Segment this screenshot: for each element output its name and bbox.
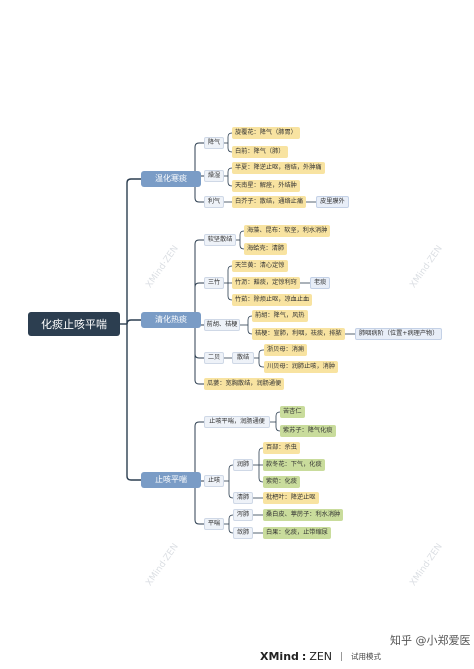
connector-line [227,143,233,153]
root-topic: 化痰止咳平喘 [28,312,120,336]
main-topic-1: 清化热痰 [141,312,201,328]
leaf-topic: 紫苏子：降气化痰 [280,425,336,437]
connector-line [227,283,233,301]
connector-line [194,239,204,320]
connector-line [228,524,234,534]
group-label: 止咳 [204,475,224,487]
connector-line [194,320,204,385]
connector-line [239,230,245,240]
connector-line [258,465,264,483]
connector-line [194,480,204,525]
subgroup-label: 润肺 [233,459,253,471]
leaf-topic: 前胡：降气，风热 [252,310,308,322]
connector-line [227,167,233,176]
group-label: 利气 [204,196,224,208]
connector-line [228,514,234,524]
leaf-topic: 天竺黄：清心定惊 [232,260,288,272]
brand-separator: : [301,650,307,663]
connector-line [126,324,141,481]
connector-line [227,176,233,187]
group-label: 降气 [204,137,224,149]
leaf-topic: 苦杏仁 [280,406,305,418]
leaf-topic: 白果：化痰，止带缩尿 [263,527,331,539]
connector-line [275,422,281,432]
connector-line [247,315,253,325]
watermark-credit: 知乎 @小郑爱医 [390,634,471,647]
connector-line [247,325,253,335]
leaf-topic: 桔梗：宣肺，利咽，祛痰，排脓 [252,328,345,340]
connector-line [239,240,245,250]
connector-line [228,481,234,499]
leaf-topic: 款冬花：下气，化痰 [263,459,325,471]
leaf-topic: 瓜蒌：宽胸散结，润肠通便 [204,378,285,390]
connector-line [227,132,233,143]
connector-line [126,319,141,325]
group-label: 三竹 [204,277,224,289]
connector-line [126,178,141,324]
main-topic-2: 止咳平喘 [141,472,201,488]
leaf-topic: 百部：杀虫 [263,442,300,454]
trial-label: 试用模式 [351,652,382,661]
group-label: 燥湿 [204,170,224,182]
connector-line [258,349,264,358]
subgroup-label: 泻肺 [233,509,253,521]
leaf-topic: 海藻、昆布：软坚，利水消肿 [244,225,331,237]
leaf-topic: 竹沥：豁痰，定惊利窍 [232,277,300,289]
leaf-topic: 白芥子：散结，通络止痛 [232,196,307,208]
connector-line [228,464,234,481]
leaf-topic: 桑白皮、葶苈子：利水消肿 [263,509,344,521]
connector-line [194,282,204,320]
group-label: 软坚散结 [204,234,236,246]
subgroup-label: 清肺 [233,492,253,504]
group-label: 平喘 [204,518,224,530]
leaf-topic: 白前：降气（肺） [232,146,288,158]
connector-line [194,179,204,203]
group-label: 止咳平喘，润肠通便 [204,416,270,428]
leaf-note: 肺咽病阶（位置+病理产物） [355,328,443,340]
brand-name: XMind [260,650,299,663]
leaf-topic: 浙贝母：消痈 [264,344,308,356]
leaf-topic: 旋覆花：降气（肺胃） [232,127,300,139]
connector-line [258,447,264,465]
main-topic-0: 温化寒痰 [141,171,201,187]
connector-line [258,358,264,368]
leaf-topic: 天南星：解痉，外结肿 [232,180,300,192]
connector-line [275,411,281,422]
leaf-topic: 海蛤壳：清肺 [244,243,288,255]
footer-divider [341,652,343,661]
leaf-topic: 紫菀：化痰 [263,476,300,488]
leaf-topic: 竹茹：除烦止呕，凉血止血 [232,294,313,306]
group-label: 前胡、桔梗 [204,319,240,331]
subgroup-label: 敛肺 [233,527,253,539]
xmind-footer: XMind : ZEN 试用模式 [260,650,381,663]
connector-line [194,142,204,179]
connector-line [227,265,233,283]
connector-line [194,421,204,480]
leaf-topic: 半夏：降逆止呕，痞结，外肿痛 [232,162,325,174]
leaf-note: 皮里膜外 [316,196,349,208]
group-sublabel: 散结 [232,352,254,364]
leaf-note: 老痰 [310,277,331,289]
leaf-topic: 川贝母：润肺止咳，消肿 [264,361,339,373]
brand-suffix: ZEN [309,650,333,663]
leaf-topic: 枇杷叶：降逆止呕 [263,492,319,504]
group-label: 二贝 [204,352,224,364]
